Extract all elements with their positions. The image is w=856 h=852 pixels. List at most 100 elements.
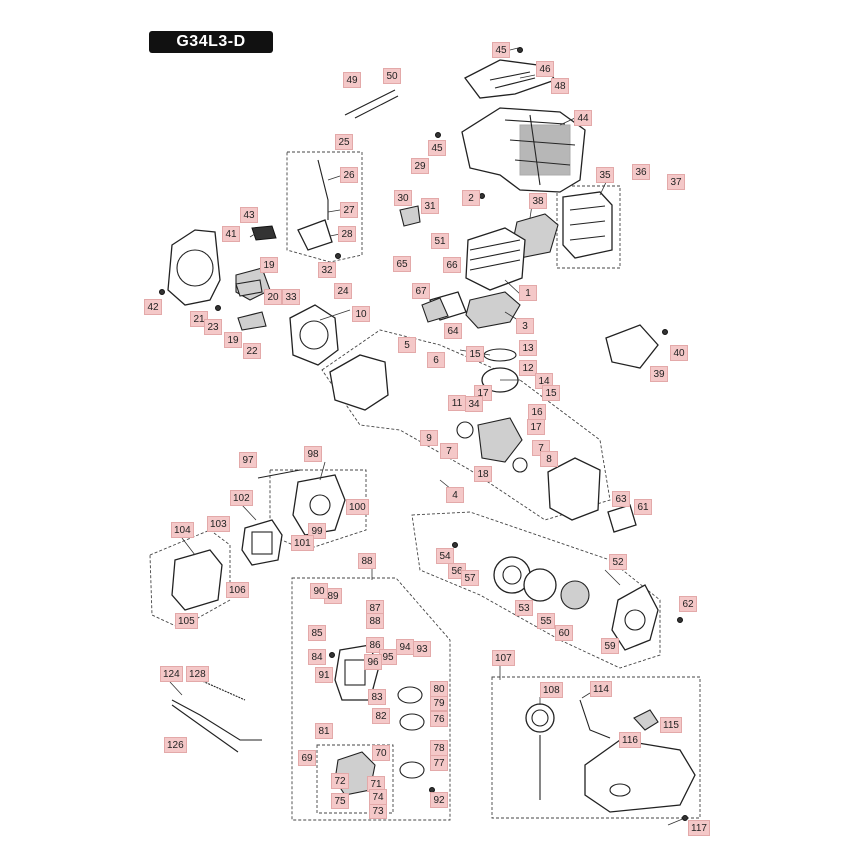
crankshaft [477,417,523,463]
callout-30: 30 [394,190,412,206]
callout-54: 54 [436,548,454,564]
fuel-cap [525,703,555,733]
callout-57: 57 [461,570,479,586]
fuel-tank [584,739,696,813]
callout-126: 126 [164,737,187,753]
callout-51: 51 [431,233,449,249]
callout-128: 128 [186,666,209,682]
callout-50: 50 [383,68,401,84]
callout-15b: 15 [542,385,560,401]
callout-45b: 45 [428,140,446,156]
callout-73: 73 [369,803,387,819]
group-box-carburetor [291,577,451,821]
callout-62: 62 [679,596,697,612]
callout-63: 63 [612,491,630,507]
callout-115: 115 [660,717,682,733]
callout-19a: 19 [260,257,278,273]
callout-88b: 88 [358,553,376,569]
callout-83: 83 [368,689,386,705]
callout-35: 35 [596,167,614,183]
callout-48: 48 [551,78,569,94]
bolt-97 [257,469,301,479]
spring-part [199,679,246,701]
callout-60: 60 [555,625,573,641]
callout-80: 80 [430,681,448,697]
fuel-filter [633,709,659,731]
callout-84: 84 [308,649,326,665]
clip-19 [235,279,263,297]
cover-39 [605,324,659,369]
callout-69: 69 [298,750,316,766]
callout-88a: 88 [366,613,384,629]
callout-90: 90 [310,583,328,599]
callout-91: 91 [315,667,333,683]
callout-53: 53 [515,600,533,616]
callout-98: 98 [304,446,322,462]
callout-75: 75 [331,793,349,809]
callout-3: 3 [516,318,534,334]
recoil-housing [167,229,221,306]
callout-38: 38 [529,193,547,209]
callout-25: 25 [335,134,353,150]
callout-6: 6 [427,352,445,368]
callout-28: 28 [338,226,356,242]
cylinder-gasket [465,291,521,329]
starter-case [611,584,659,651]
callout-78: 78 [430,740,448,756]
callout-22: 22 [243,343,261,359]
callout-46: 46 [536,61,554,77]
group-box-head-cover [269,469,367,551]
flywheel [289,304,339,366]
callout-45a: 45 [492,42,510,58]
callout-61: 61 [634,499,652,515]
group-box-carb-sub [316,744,394,814]
starter-ratchet [523,568,557,602]
throttle-cable [171,699,262,741]
callout-16: 16 [528,404,546,420]
model-title: G34L3-D [149,31,273,53]
callout-29: 29 [411,158,429,174]
callout-49: 49 [343,72,361,88]
callout-7a: 7 [440,443,458,459]
callout-32: 32 [318,262,336,278]
callout-87: 87 [366,600,384,616]
callout-105: 105 [175,613,198,629]
callout-70: 70 [372,745,390,761]
callout-13: 13 [519,340,537,356]
callout-44: 44 [574,110,592,126]
starter-drum [560,580,590,610]
callout-9: 9 [420,430,438,446]
callout-4: 4 [446,487,464,503]
callout-33: 33 [282,289,300,305]
callout-100: 100 [346,499,369,515]
callout-55: 55 [537,613,555,629]
callout-106: 106 [226,582,249,598]
callout-37: 37 [667,174,685,190]
callout-11: 11 [448,395,466,411]
callout-23: 23 [204,319,222,335]
callout-27: 27 [340,202,358,218]
callout-107: 107 [492,650,515,666]
callout-66: 66 [443,257,461,273]
group-box-starter [411,511,661,669]
gasket-64 [421,297,449,323]
callout-114: 114 [590,681,612,697]
callout-42: 42 [144,299,162,315]
callout-41: 41 [222,226,240,242]
air-filter-base [241,519,283,566]
callout-77: 77 [430,755,448,771]
callout-34: 34 [465,396,483,412]
callout-94: 94 [396,639,414,655]
callout-5: 5 [398,337,416,353]
callout-93: 93 [413,641,431,657]
callout-17b: 17 [527,419,545,435]
collar-61 [607,504,637,533]
callout-97: 97 [239,452,257,468]
air-filter-cover [171,549,223,611]
callout-117: 117 [688,820,710,836]
callout-124: 124 [160,666,183,682]
crankcase-right [547,457,601,521]
callout-65: 65 [393,256,411,272]
callout-108: 108 [540,682,563,698]
